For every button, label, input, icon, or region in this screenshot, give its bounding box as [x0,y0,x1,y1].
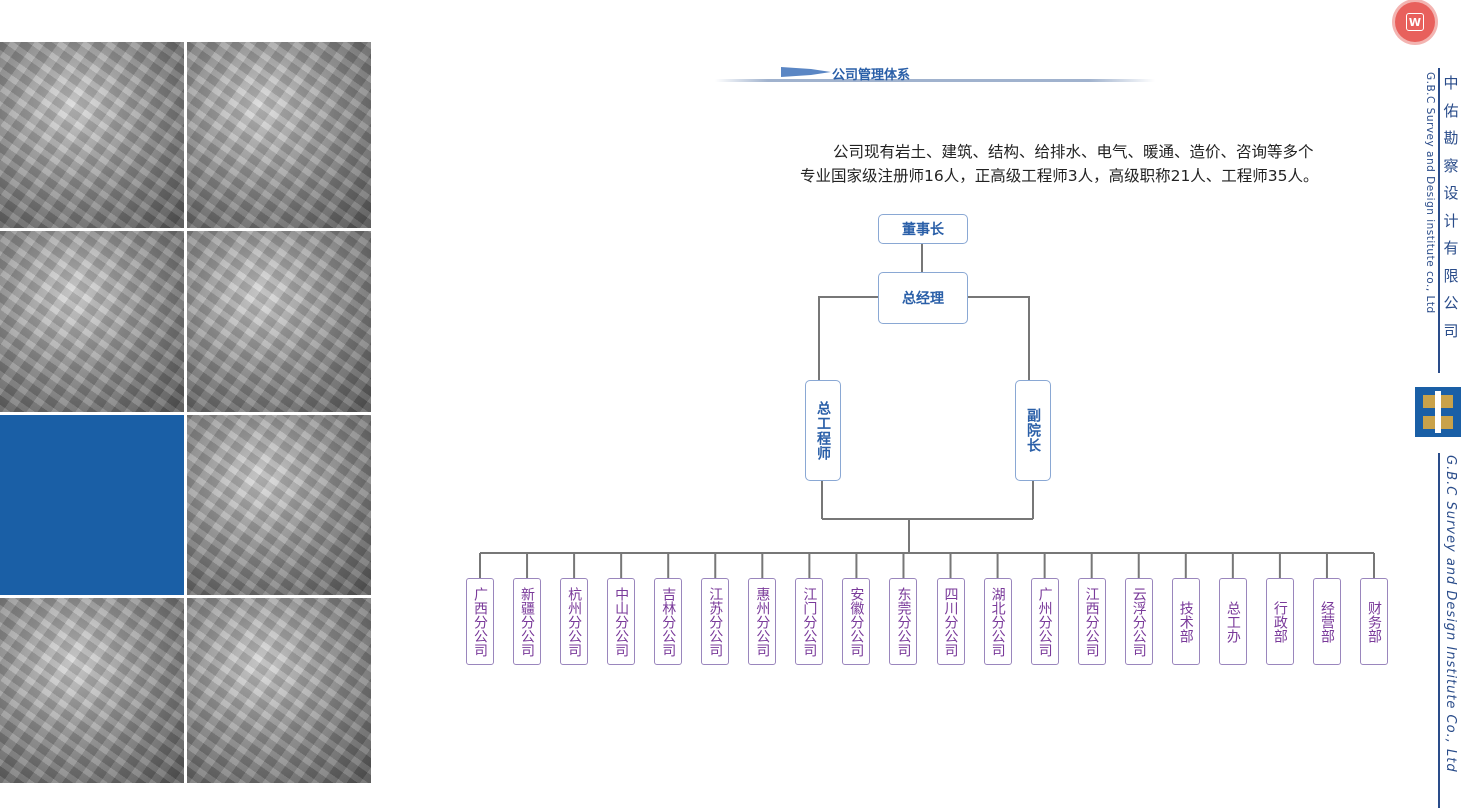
branch-label: 东莞分公司 [895,586,912,657]
chairman-label: 董事长 [902,222,944,238]
branch-label: 江西分公司 [1083,586,1100,657]
city-photo-tile [187,231,371,412]
header-arrow-icon [781,67,831,77]
branch-label: 四川分公司 [942,586,959,657]
branch-label: 新疆分公司 [519,586,536,657]
branch-label: 云浮分公司 [1130,586,1147,657]
branch-box: 新疆分公司 [513,578,542,665]
brand-divider [1438,453,1440,808]
city-photo-tile [187,598,371,783]
branch-box: 四川分公司 [936,578,965,665]
branch-label: 安徽分公司 [848,586,865,657]
chief-engineer-label: 总工程师 [815,400,831,461]
branch-label: 杭州分公司 [566,586,583,657]
branch-box: 安徽分公司 [842,578,871,665]
branch-box: 经营部 [1312,578,1341,665]
city-photo-tile [187,415,371,595]
city-photo-tile [0,231,184,412]
branch-box: 吉林分公司 [654,578,683,665]
branch-label: 中山分公司 [613,586,630,657]
branch-box: 湖北分公司 [983,578,1012,665]
branch-label: 湖北分公司 [989,586,1006,657]
branch-box: 云浮分公司 [1124,578,1153,665]
intro-line: 公司现有岩土、建筑、结构、给排水、电气、暖通、造价、咨询等多个 [833,143,1314,161]
branch-box: 技术部 [1171,578,1200,665]
branch-box: 财务部 [1360,578,1388,665]
section-title: 公司管理体系 [832,68,911,83]
city-photo-tile [187,42,371,228]
branch-label: 技术部 [1177,600,1194,643]
blue-panel [0,415,184,595]
branch-box: 行政部 [1265,578,1294,665]
branch-label: 经营部 [1318,600,1335,643]
branch-label: 江门分公司 [801,586,818,657]
intro-line: 专业国家级注册师16人，正高级工程师3人，高级职称21人、工程师35人。 [800,167,1319,185]
vice-president-box: 副院长 [1015,380,1051,481]
branch-box: 总工办 [1218,578,1247,665]
brand-divider [1438,68,1440,373]
branch-label: 吉林分公司 [660,586,677,657]
branch-box: 广西分公司 [466,578,494,665]
company-name-cn: 中佑勘察设计有限公司 [1443,74,1459,340]
branch-box: 中山分公司 [607,578,636,665]
city-photo-tile [0,598,184,783]
branch-label: 行政部 [1271,600,1288,643]
branch-label: 总工办 [1224,600,1241,643]
branch-box: 江门分公司 [795,578,824,665]
branch-box: 江苏分公司 [701,578,730,665]
badge-label: W [1406,13,1424,31]
header-divider [715,79,1155,82]
document-w-icon[interactable]: W [1395,2,1435,42]
branch-box: 江西分公司 [1077,578,1106,665]
branch-box: 杭州分公司 [560,578,589,665]
photo-mosaic [0,42,371,783]
branch-box: 东莞分公司 [889,578,918,665]
branch-label: 广州分公司 [1036,586,1053,657]
chairman-box: 董事长 [878,214,968,244]
branch-box: 广州分公司 [1030,578,1059,665]
branch-label: 江苏分公司 [707,586,724,657]
section-header: 公司管理体系 [715,62,1155,84]
general-manager-box: 总经理 [878,272,968,324]
branch-box: 惠州分公司 [748,578,777,665]
branch-label: 财务部 [1366,600,1382,643]
company-name-en: G.B.C Survey and Design institute co., L… [1424,72,1436,314]
branch-label: 广西分公司 [472,586,488,657]
intro-paragraph: 公司现有岩土、建筑、结构、给排水、电气、暖通、造价、咨询等多个 专业国家级注册师… [800,140,1380,188]
gbc-logo-icon [1415,387,1461,437]
company-name-en-script: G.B.C Survey and Design Institute Co., L… [1443,455,1458,773]
vice-president-label: 副院长 [1025,408,1041,453]
chief-engineer-box: 总工程师 [805,380,841,481]
branch-label: 惠州分公司 [754,586,771,657]
city-photo-tile [0,42,184,228]
general-manager-label: 总经理 [902,291,944,307]
